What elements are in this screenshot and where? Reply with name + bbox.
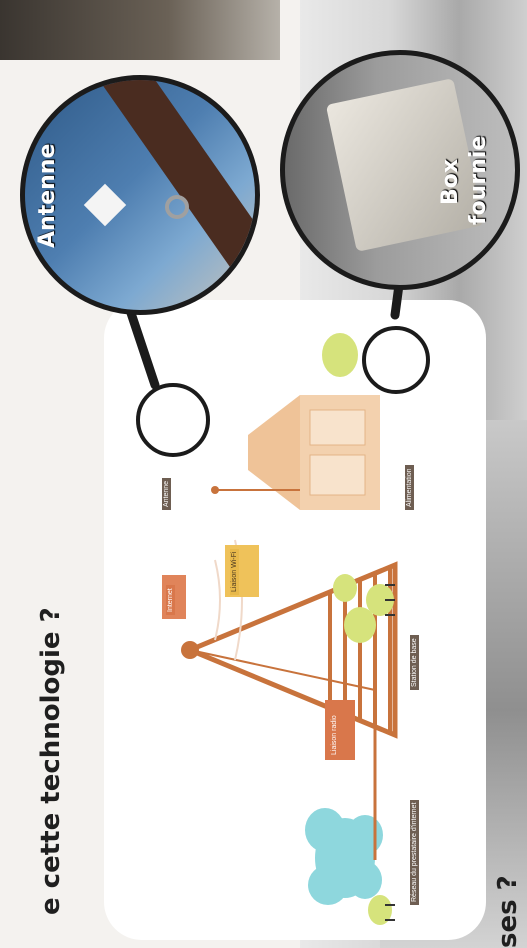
small-lens-left — [138, 385, 208, 455]
label-cloud: Réseau du prestataire d'internet — [410, 800, 419, 905]
antenna-mount — [165, 195, 189, 219]
small-lens-right — [364, 328, 428, 392]
house-icon — [211, 395, 380, 510]
tower-icon — [181, 565, 395, 735]
label-power: Alimentation — [405, 465, 414, 510]
bubble-tower-label: Liaison radio — [330, 712, 339, 758]
cloud-icon — [305, 808, 383, 905]
antenna-lens-handle — [130, 310, 155, 385]
page-heading: e cette technologie ? — [36, 607, 66, 915]
label-tower: Station de base — [410, 635, 419, 690]
page-heading-bottom: ses ? — [493, 875, 523, 948]
box-label-line2: fournie — [466, 136, 491, 225]
box-label-line1: Box — [438, 159, 463, 205]
antenna-label: Antenne — [35, 144, 60, 248]
label-antenna: Antenne — [162, 478, 171, 510]
bubble-yellow-label: Liaison Wi-Fi — [230, 549, 239, 595]
antenna-device — [84, 184, 126, 226]
bubble-orange-label: Internet — [166, 585, 175, 615]
